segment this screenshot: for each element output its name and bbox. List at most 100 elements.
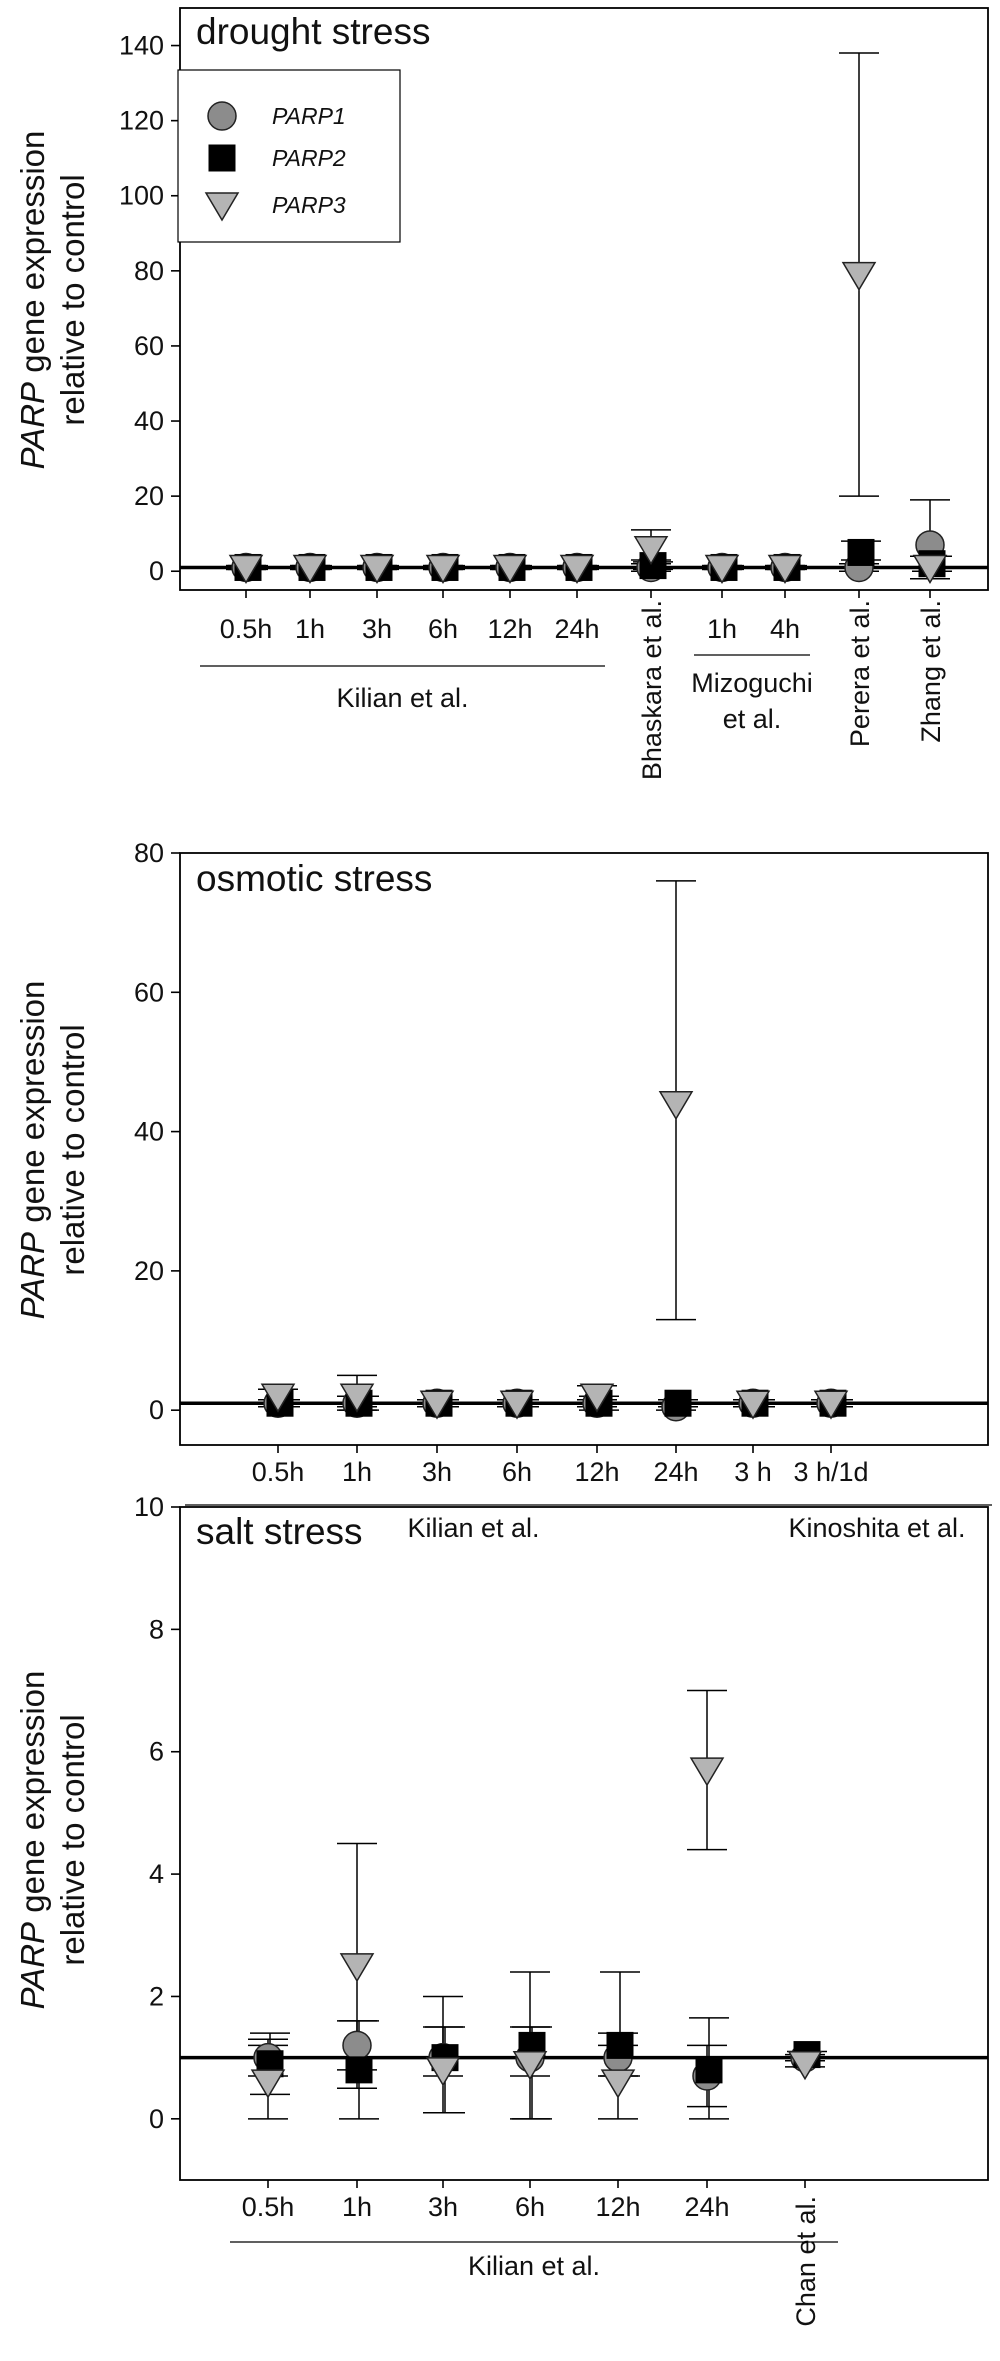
x-category-label: 24h <box>684 2192 729 2222</box>
group-label: Kilian et al. <box>468 2251 600 2281</box>
y-axis-title-line2: relative to control <box>54 1024 91 1275</box>
panel-title: osmotic stress <box>196 858 432 899</box>
legend-marker-parp2 <box>208 144 236 172</box>
y-axis-title-italic: PARP <box>14 1232 51 1319</box>
data-point-parp3 <box>841 261 877 292</box>
group-label-line2: et al. <box>723 704 782 734</box>
y-axis-title-italic: PARP <box>14 382 51 469</box>
data-point-parp3 <box>250 2069 286 2099</box>
y-tick-label: 0 <box>149 2104 164 2134</box>
data-point-parp3 <box>339 1953 375 1983</box>
data-point-parp3 <box>228 554 264 584</box>
group-label: Kilian et al. <box>336 683 468 713</box>
x-category-label: 3h <box>362 614 392 644</box>
y-tick-label: 2 <box>149 1981 164 2011</box>
data-point-parp3 <box>292 554 328 584</box>
data-point-parp3 <box>600 2069 636 2099</box>
data-point-parp3 <box>912 554 948 584</box>
y-tick-label: 60 <box>134 977 164 1007</box>
x-category-label: 3h <box>422 1457 452 1487</box>
y-axis-title-line2: relative to control <box>54 1714 91 1965</box>
x-category-label: 6h <box>428 614 458 644</box>
y-axis-title-rest: gene expression <box>14 1671 51 1922</box>
legend-label: PARP3 <box>272 192 346 218</box>
x-category-label: 0.5h <box>252 1457 305 1487</box>
x-category-label: 12h <box>487 614 532 644</box>
data-point-parp3 <box>633 535 669 566</box>
x-category-label: 4h <box>770 614 800 644</box>
y-axis-title: PARP gene expression <box>14 981 51 1320</box>
y-tick-label: 10 <box>134 1492 164 1522</box>
group-label: Mizoguchi <box>691 668 813 698</box>
x-category-label: 1h <box>707 614 737 644</box>
data-point-parp3 <box>579 1383 615 1413</box>
group-label: Kinoshita et al. <box>788 1513 965 1543</box>
y-axis-title-rest: gene expression <box>14 981 51 1232</box>
x-category-label: 0.5h <box>242 2192 295 2222</box>
y-tick-label: 140 <box>119 31 164 61</box>
y-axis-title-line2: relative to control <box>54 174 91 425</box>
data-point-parp3 <box>492 554 528 584</box>
y-tick-label: 20 <box>134 481 164 511</box>
group-label: Kilian et al. <box>407 1513 539 1543</box>
x-category-label: 3h <box>428 2192 458 2222</box>
y-tick-label: 20 <box>134 1256 164 1286</box>
x-category-label: 1h <box>342 1457 372 1487</box>
legend-label: PARP1 <box>272 103 346 129</box>
x-category-label: Zhang et al. <box>916 600 946 743</box>
x-category-label: 6h <box>515 2192 545 2222</box>
y-axis-title-rest: gene expression <box>14 131 51 382</box>
data-point-parp3 <box>425 2057 461 2087</box>
data-point-parp1 <box>342 2030 372 2061</box>
legend-marker-parp3 <box>204 192 240 222</box>
y-tick-label: 60 <box>134 331 164 361</box>
data-point-parp3 <box>689 1757 725 1787</box>
data-point-parp3 <box>499 1390 535 1420</box>
x-category-label: 6h <box>502 1457 532 1487</box>
x-category-label: 24h <box>653 1457 698 1487</box>
plot-frame <box>179 852 989 1446</box>
plot-frame <box>179 1506 989 2181</box>
data-point-parp2 <box>606 2031 634 2059</box>
y-axis-title-italic: PARP <box>14 1922 51 2009</box>
y-tick-label: 0 <box>149 556 164 586</box>
x-category-label: 1h <box>342 2192 372 2222</box>
panel-title: salt stress <box>196 1511 363 1552</box>
data-point-parp2 <box>695 2056 723 2084</box>
data-point-parp2 <box>847 538 875 566</box>
data-point-parp3 <box>735 1390 771 1420</box>
y-axis-title: PARP gene expression <box>14 1671 51 2010</box>
y-tick-label: 80 <box>134 838 164 868</box>
y-tick-label: 4 <box>149 1859 164 1889</box>
y-axis-title: PARP gene expression <box>14 131 51 470</box>
y-tick-label: 80 <box>134 256 164 286</box>
data-point-parp3 <box>813 1390 849 1420</box>
x-category-label: 3 h/1d <box>793 1457 868 1487</box>
x-category-label: Bhaskara et al. <box>637 600 667 780</box>
x-category-label: 3 h <box>734 1457 772 1487</box>
data-point-parp3 <box>787 2051 823 2081</box>
data-point-parp2 <box>664 1389 692 1417</box>
y-tick-label: 120 <box>119 106 164 136</box>
y-tick-label: 40 <box>134 1117 164 1147</box>
data-point-parp3 <box>658 1090 694 1121</box>
data-point-parp3 <box>425 554 461 584</box>
data-point-parp3 <box>359 554 395 584</box>
data-point-parp3 <box>559 554 595 584</box>
y-tick-label: 8 <box>149 1614 164 1644</box>
x-category-label: 0.5h <box>220 614 273 644</box>
y-tick-label: 40 <box>134 406 164 436</box>
y-tick-label: 6 <box>149 1737 164 1767</box>
plot-frame <box>179 7 989 591</box>
data-point-parp3 <box>260 1383 296 1413</box>
data-point-parp3 <box>704 554 740 584</box>
y-tick-label: 100 <box>119 181 164 211</box>
panel-title: drought stress <box>196 11 430 52</box>
x-category-label: 1h <box>295 614 325 644</box>
data-point-parp2 <box>345 2056 373 2084</box>
